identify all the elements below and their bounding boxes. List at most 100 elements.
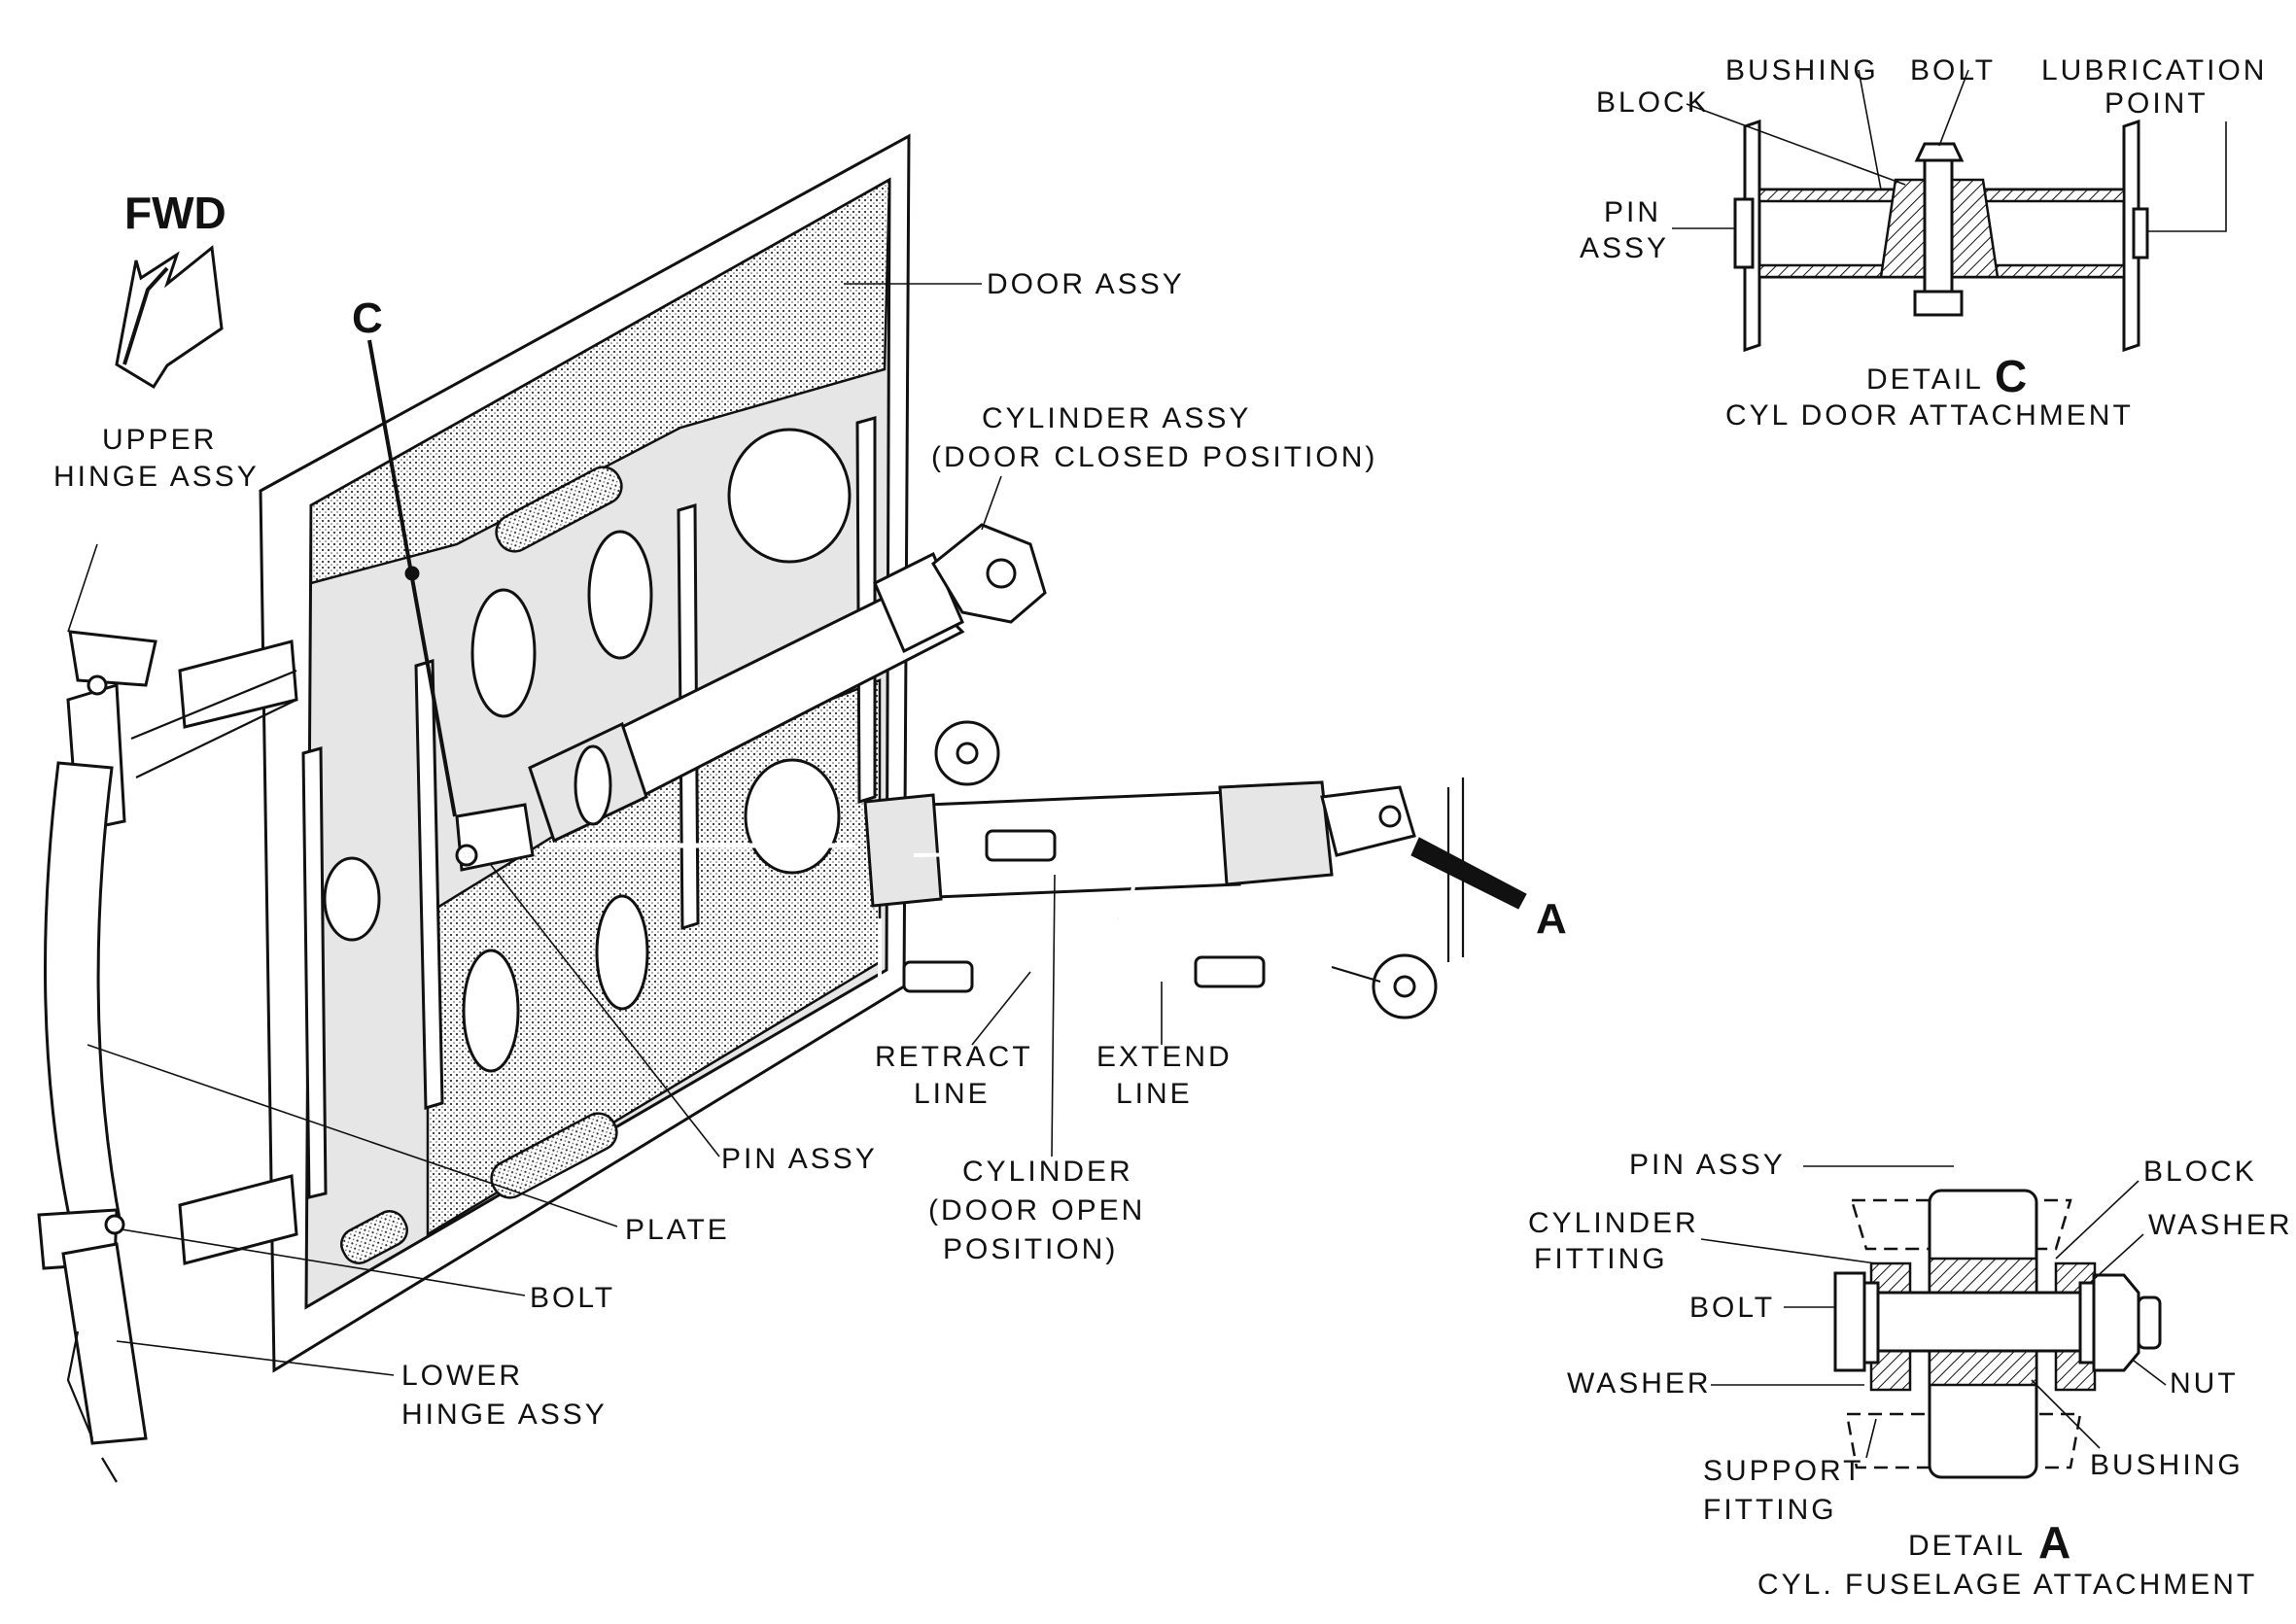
cylinder-assy-closed <box>528 523 1047 844</box>
detail-c-detail-word: DETAIL <box>1866 363 1984 396</box>
detail-c-label-bushing: BUSHING <box>1725 54 1879 86</box>
leader-cylinder-assy <box>981 475 1002 531</box>
detail-a-leader-washer-r <box>2089 1233 2144 1284</box>
stiffener <box>301 746 328 1199</box>
detail-a-block-outline <box>1850 1198 2072 1251</box>
callout-a-leader <box>1410 837 1527 910</box>
cylinder-open-end <box>863 793 943 908</box>
lightening-holes <box>323 428 852 1264</box>
leader-plate <box>87 1044 618 1227</box>
detail-c-label-assy: ASSY <box>1580 232 1669 264</box>
door-upper-fairing <box>309 177 891 585</box>
detail-c-pin-head <box>1733 197 1755 269</box>
detail-a-label-support-2: FITTING <box>1703 1494 1837 1526</box>
detail-a-label-washer-r: WASHER <box>2148 1209 2293 1241</box>
fwd-indicator: FWD <box>115 188 226 390</box>
label-plate: PLATE <box>625 1214 730 1246</box>
leader-upper-hinge <box>67 543 98 633</box>
cylinder-open-gland <box>1218 780 1334 886</box>
line-union <box>902 960 974 993</box>
callout-a-letter: A <box>1536 895 1567 943</box>
detail-a-label-washer-l: WASHER <box>1567 1367 1712 1399</box>
label-cylinder-assy: CYLINDER ASSY <box>982 402 1251 434</box>
detail-a-leader-cyl-fitting <box>1700 1238 1877 1264</box>
hinge-arm-curved <box>43 761 123 1236</box>
detail-a-label-cyl-fitting-2: FITTING <box>1534 1243 1668 1275</box>
upper-hinge-bracket <box>68 630 157 687</box>
detail-a-nut <box>2092 1273 2140 1372</box>
detail-c-lube-fitting <box>2132 207 2149 259</box>
detail-a-detail-word: DETAIL <box>1908 1530 2026 1562</box>
hinge-bolt-head <box>104 1214 125 1235</box>
label-retract-line-1: RETRACT <box>875 1041 1033 1073</box>
detail-c-label-bolt: BOLT <box>1910 54 1996 86</box>
rod-end-eye <box>986 558 1017 589</box>
label-pin-assy: PIN ASSY <box>721 1143 878 1175</box>
detail-a-leader-block <box>2055 1180 2139 1260</box>
lower-hinge-arm <box>178 1174 298 1265</box>
cylinder-open-rod-end <box>1320 785 1416 857</box>
detail-a-bolt-end <box>2137 1296 2162 1350</box>
door-assembly-drawing: C A <box>37 133 1567 1483</box>
detail-a-washer-left <box>1862 1281 1880 1365</box>
lightening-hole <box>744 758 841 875</box>
detail-c-caption: CYL DOOR ATTACHMENT <box>1725 399 2134 432</box>
detail-a-label-bushing: BUSHING <box>2090 1449 2244 1481</box>
leader-lower-hinge <box>116 1340 395 1376</box>
detail-a-label-block: BLOCK <box>2143 1156 2257 1188</box>
detail-a-label-pin-assy: PIN ASSY <box>1629 1149 1786 1181</box>
label-cylinder-assy-position: (DOOR CLOSED POSITION) <box>931 441 1377 473</box>
detail-a-leader-bushing <box>2031 1379 2101 1449</box>
rod-end-eye <box>1378 805 1402 828</box>
detail-c-leader-lube <box>2148 121 2227 232</box>
detail-c-letter: C <box>1995 351 2027 401</box>
leader-cylinder <box>1051 874 1056 1158</box>
detail-c: BUSHING BOLT LUBRICATION POINT BLOCK PIN… <box>1580 54 2267 432</box>
line-union <box>1194 955 1266 988</box>
lightening-hole <box>587 530 653 660</box>
slot-row <box>340 1210 408 1264</box>
fwd-arrow-icon <box>115 245 224 390</box>
label-extend-line-2: LINE <box>1116 1078 1193 1110</box>
fwd-arrow-shadow <box>122 266 169 365</box>
pin-assy-point <box>455 844 478 867</box>
label-cylinder-3: POSITION) <box>943 1233 1118 1265</box>
detail-a-label-nut: NUT <box>2170 1367 2239 1399</box>
detail-c-leader-block <box>1686 103 1906 186</box>
slot-row <box>495 466 623 553</box>
detail-a-bolt-head <box>1833 1271 1866 1372</box>
label-bolt: BOLT <box>530 1282 615 1314</box>
line-union <box>985 829 1057 862</box>
lightening-hole <box>595 894 649 1011</box>
detail-a-label-bolt: BOLT <box>1689 1292 1775 1324</box>
hydraulic-lines <box>878 720 1438 1019</box>
detail-c-label-block: BLOCK <box>1596 86 1710 119</box>
label-cylinder-2: (DOOR OPEN <box>928 1194 1145 1227</box>
hinge-bolt-head <box>87 674 108 696</box>
detail-a-label-cyl-fitting-1: CYLINDER <box>1528 1207 1699 1239</box>
label-cylinder-1: CYLINDER <box>962 1156 1133 1188</box>
leader-pin-assy <box>490 864 720 1158</box>
detail-a-leader-support <box>1865 1418 1877 1459</box>
fwd-label: FWD <box>124 188 226 238</box>
detail-a-label-support-1: SUPPORT <box>1703 1455 1863 1487</box>
label-door-assy: DOOR ASSY <box>987 268 1185 300</box>
lower-hinge-body <box>61 1242 148 1445</box>
main-labels: DOOR ASSY CYLINDER ASSY (DOOR CLOSED POS… <box>53 268 1377 1431</box>
leader-retract <box>971 971 1031 1046</box>
detail-c-leader-bushing <box>1858 69 1882 190</box>
lightening-hole <box>462 949 520 1073</box>
lightening-hole <box>323 856 381 942</box>
slot-row <box>490 1112 618 1199</box>
detail-c-leader-bolt <box>1938 69 1969 147</box>
label-extend-line-1: EXTEND <box>1096 1041 1233 1073</box>
detail-c-label-pin: PIN <box>1604 196 1661 228</box>
label-upper-hinge-1: UPPER <box>102 424 217 456</box>
detail-a-bushing-bottom <box>1928 1349 2038 1387</box>
label-lower-hinge-2: HINGE ASSY <box>401 1399 608 1431</box>
label-upper-hinge-2: HINGE ASSY <box>53 461 260 493</box>
detail-c-label-lubrication: LUBRICATION <box>2041 54 2267 86</box>
detail-a-bushing-top <box>1928 1257 2038 1295</box>
detail-a-letter: A <box>2038 1517 2070 1568</box>
